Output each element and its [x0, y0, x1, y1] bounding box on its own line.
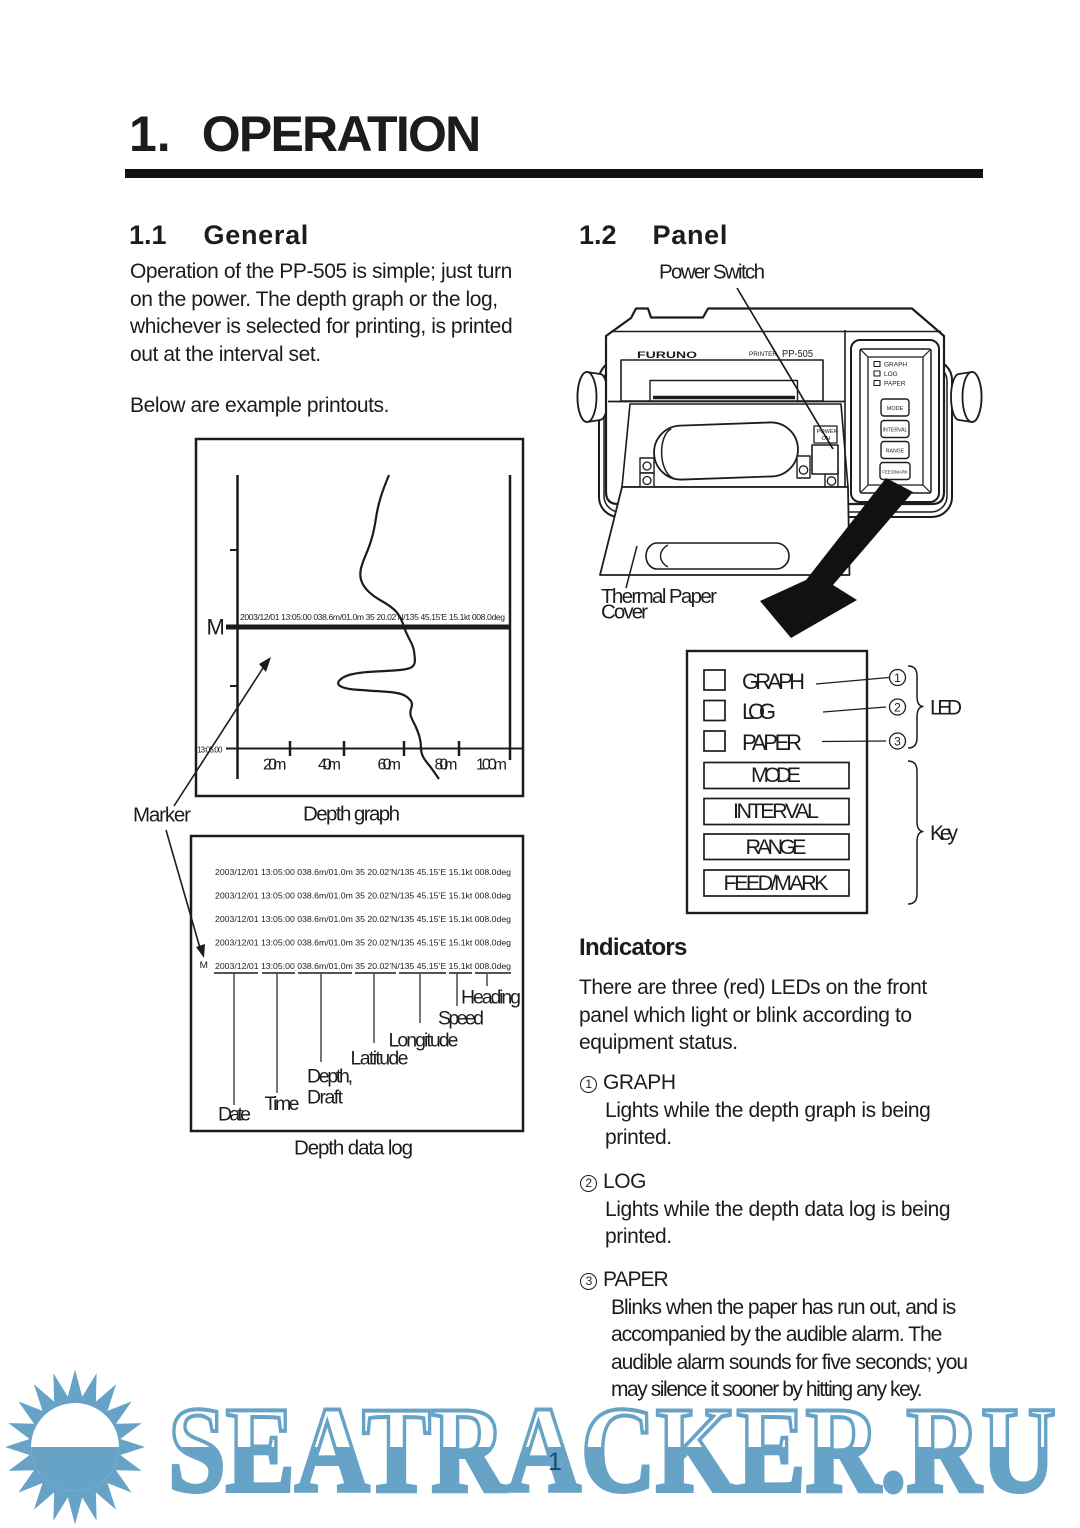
svg-text:Speed: Speed: [438, 1008, 484, 1030]
svg-text:2003/12/01 13:05:00 038.6m/01.: 2003/12/01 13:05:00 038.6m/01.0m 35 20.0…: [215, 891, 511, 901]
svg-text:PAPER: PAPER: [742, 730, 802, 755]
svg-text:2003/12/01 13:05:00 038.6m/01.: 2003/12/01 13:05:00 038.6m/01.0m 35 20.0…: [240, 612, 505, 622]
svg-text:GRAPH: GRAPH: [884, 362, 907, 369]
svg-text:Depth data log: Depth data log: [294, 1137, 413, 1160]
svg-text:RANGE: RANGE: [746, 835, 807, 859]
svg-text:GRAPH: GRAPH: [742, 669, 805, 694]
svg-text:2003/12/01 13:05:00 038.6m/01.: 2003/12/01 13:05:00 038.6m/01.0m 35 20.0…: [215, 914, 511, 924]
svg-text:2003/12/01 13:05:00 038.6m/01.: 2003/12/01 13:05:00 038.6m/01.0m 35 20.0…: [215, 938, 511, 948]
svg-text:Heading: Heading: [461, 987, 521, 1009]
svg-text:INTERVAL: INTERVAL: [883, 428, 908, 434]
svg-text:Key: Key: [930, 822, 959, 845]
svg-text:LOG: LOG: [884, 371, 898, 378]
svg-text:POWER: POWER: [817, 429, 838, 435]
svg-text:20m: 20m: [263, 757, 287, 774]
svg-text:Marker: Marker: [133, 804, 191, 827]
svg-text:3: 3: [894, 735, 901, 749]
svg-text:FURUNO: FURUNO: [637, 350, 697, 361]
svg-text:Draft: Draft: [307, 1087, 344, 1109]
svg-text:Power Switch: Power Switch: [659, 261, 765, 284]
svg-text:Time: Time: [265, 1093, 300, 1115]
svg-text:INTERVAL: INTERVAL: [733, 799, 819, 823]
svg-text:60m: 60m: [378, 757, 402, 774]
svg-text:Cover: Cover: [601, 601, 648, 624]
svg-text:Depth,: Depth,: [307, 1066, 353, 1088]
svg-text:M: M: [207, 615, 225, 640]
svg-text:M: M: [200, 960, 209, 971]
svg-text:MODE: MODE: [887, 406, 904, 412]
svg-text:Date: Date: [218, 1104, 251, 1126]
svg-text:RANGE: RANGE: [886, 449, 905, 455]
svg-text:FEED/MARK: FEED/MARK: [724, 871, 830, 895]
svg-text:2003/12/01 13:05:00 038.6m/01.: 2003/12/01 13:05:00 038.6m/01.0m 35 20.0…: [215, 961, 511, 971]
svg-text:MODE: MODE: [751, 763, 801, 787]
svg-text:100m: 100m: [476, 757, 507, 774]
svg-text:PP-505: PP-505: [782, 349, 813, 360]
svg-text:2003/12/01 13:05:00 038.6m/01.: 2003/12/01 13:05:00 038.6m/01.0m 35 20.0…: [215, 867, 511, 877]
svg-text:LOG: LOG: [742, 699, 776, 724]
svg-text:ON: ON: [822, 436, 830, 442]
svg-text:80m: 80m: [435, 757, 458, 774]
svg-text:Latitude: Latitude: [351, 1048, 409, 1070]
svg-text:PRINTER: PRINTER: [749, 352, 778, 358]
svg-text:40m: 40m: [318, 757, 341, 774]
svg-text:1: 1: [894, 671, 901, 685]
svg-text:2: 2: [894, 701, 901, 715]
svg-text:LED: LED: [930, 697, 962, 720]
svg-text:SEATRACKER.RU: SEATRACKER.RU: [168, 1381, 1056, 1518]
svg-text:Depth graph: Depth graph: [303, 803, 400, 826]
svg-text:Longitude: Longitude: [389, 1030, 459, 1052]
svg-text:PAPER: PAPER: [884, 381, 906, 388]
svg-text:Thermal Paper: Thermal Paper: [601, 585, 717, 608]
svg-text:FEED/MARK: FEED/MARK: [882, 470, 908, 475]
